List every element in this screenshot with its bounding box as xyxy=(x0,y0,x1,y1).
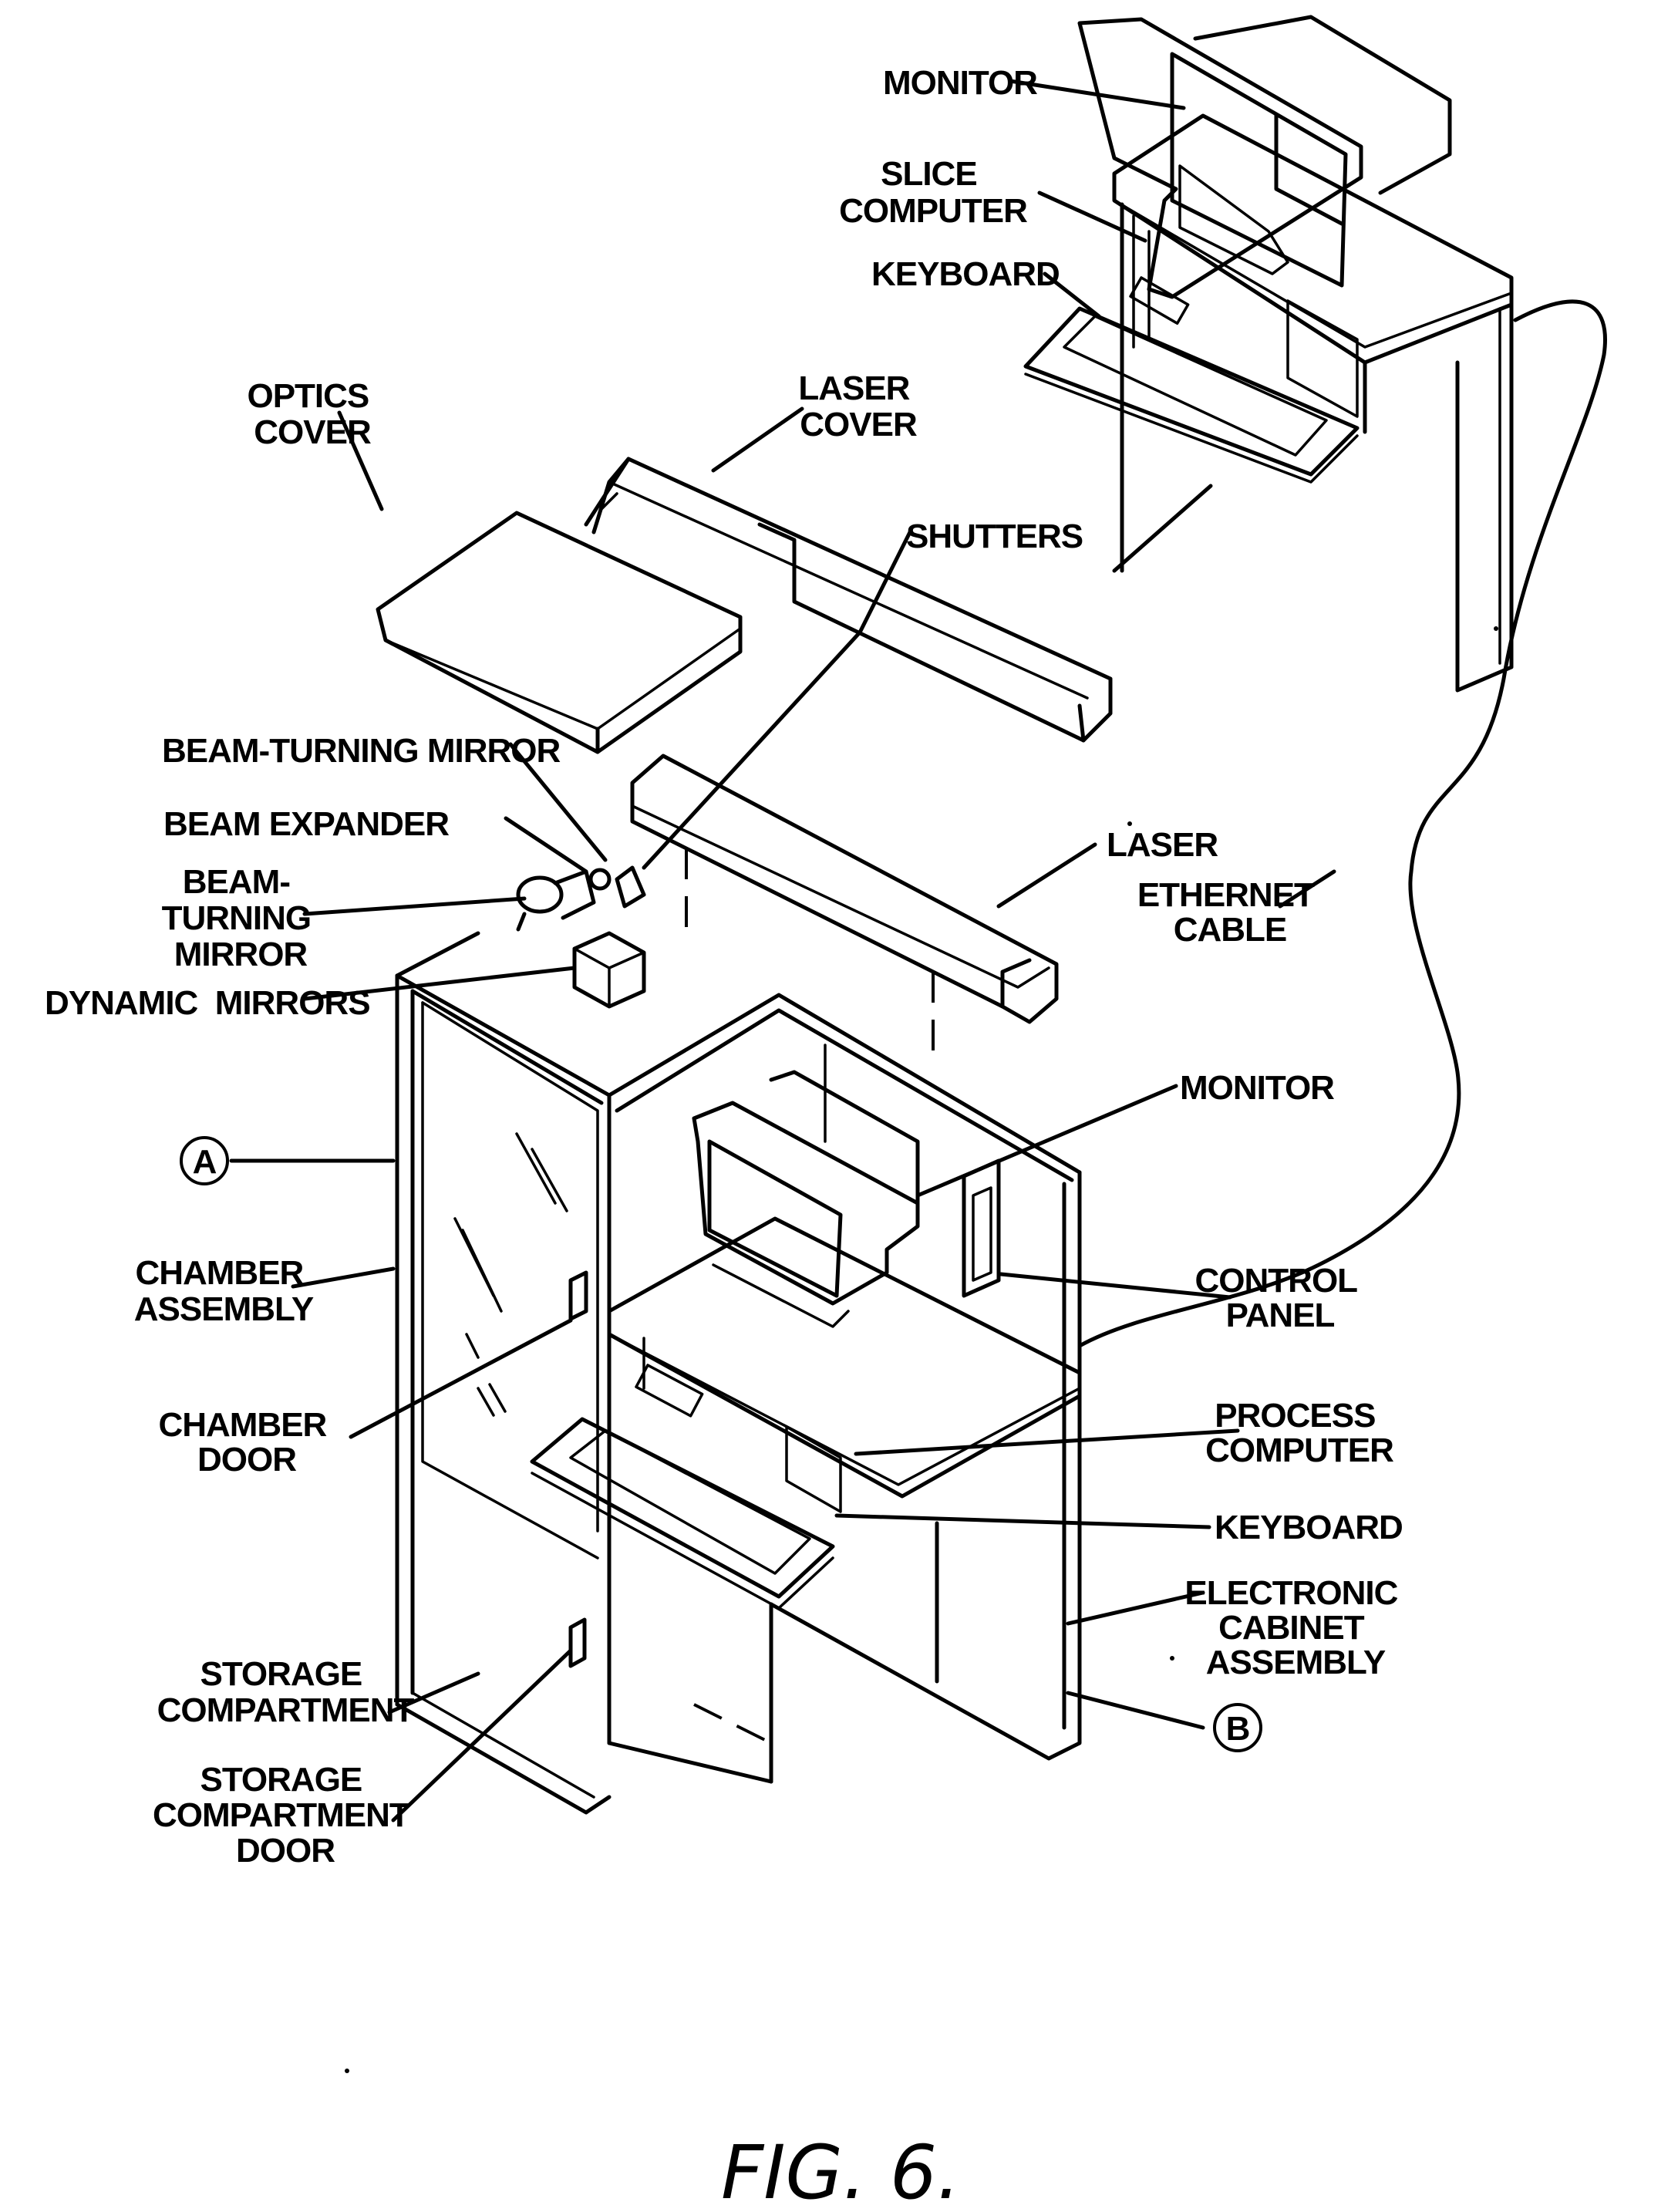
ethernet-cable xyxy=(1080,302,1606,1346)
label-shutters: SHUTTERS xyxy=(906,518,1083,555)
label-process-computer: PROCESS COMPUTER xyxy=(1205,1397,1393,1469)
label-optics-cover: OPTICS COVER xyxy=(247,377,377,451)
label-beam-turning-mirror-top: BEAM-TURNING MIRROR xyxy=(162,732,561,770)
label-chamber-door: CHAMBER DOOR xyxy=(158,1406,335,1479)
label-laser: LASER xyxy=(1107,826,1218,864)
label-monitor-top: MONITOR xyxy=(883,64,1037,102)
label-storage-compartment: STORAGE COMPARTMENT xyxy=(157,1655,415,1729)
label-beam-expander: BEAM EXPANDER xyxy=(163,805,449,843)
label-chamber-assembly: CHAMBER ASSEMBLY xyxy=(134,1254,314,1328)
optics-components xyxy=(518,868,644,1007)
electronic-cabinet-assembly xyxy=(532,995,1080,1782)
label-beam-turning-mirror-left: BEAM- TURNING MIRROR xyxy=(162,863,320,973)
laser-cover xyxy=(586,459,1110,740)
chamber-assembly xyxy=(397,933,609,1812)
label-control-panel: CONTROL PANEL xyxy=(1195,1262,1366,1334)
label-keyboard-top: KEYBOARD xyxy=(871,255,1060,293)
callout-a: A xyxy=(181,1138,227,1184)
label-monitor-bottom: MONITOR xyxy=(1180,1069,1334,1107)
label-slice-computer: SLICE COMPUTER xyxy=(839,155,1027,230)
figure-caption: FIG. 6. xyxy=(721,2129,961,2212)
callout-a-text: A xyxy=(193,1143,217,1181)
label-keyboard-bottom: KEYBOARD xyxy=(1215,1509,1403,1546)
callout-b-text: B xyxy=(1226,1710,1250,1748)
slice-computer-station xyxy=(1026,17,1511,690)
callout-b: B xyxy=(1215,1705,1261,1751)
optics-cover xyxy=(378,513,740,752)
label-electronic-cabinet-assembly: ELECTRONIC CABINET ASSEMBLY xyxy=(1184,1574,1406,1681)
label-ethernet-cable: ETHERNET CABLE xyxy=(1137,876,1323,949)
label-storage-compartment-door: STORAGE COMPARTMENT DOOR xyxy=(153,1761,418,1870)
laser xyxy=(632,756,1056,1064)
label-laser-cover: LASER COVER xyxy=(798,369,918,443)
